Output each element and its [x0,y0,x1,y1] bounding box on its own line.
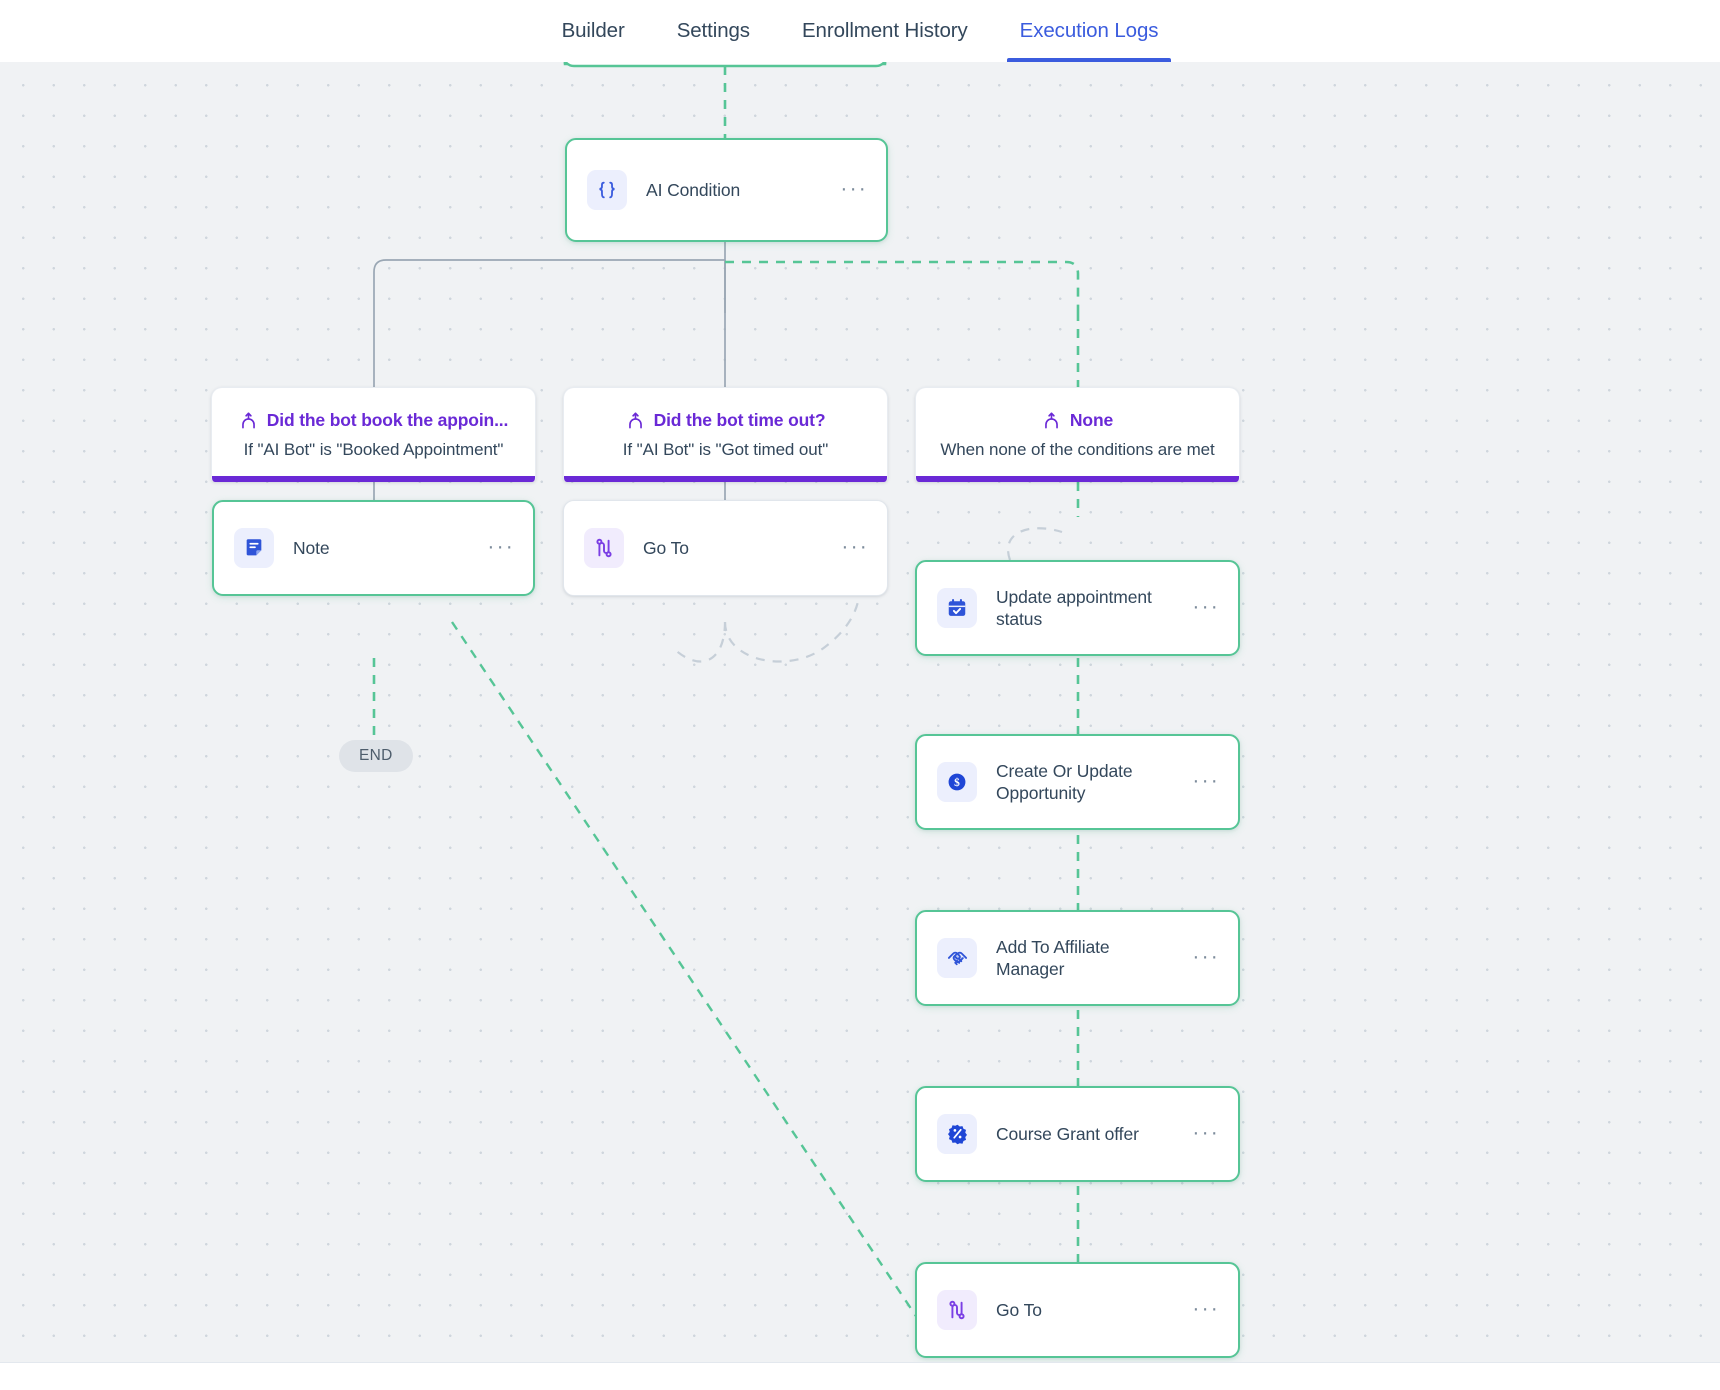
branch-card-timed-out[interactable]: Did the bot time out? If "AI Bot" is "Go… [563,387,888,482]
canvas-bottom-strip [0,1362,1720,1390]
branch-title: Did the bot time out? [653,410,826,430]
end-label: END [359,747,393,764]
branch-card-booked-appointment[interactable]: Did the bot book the appoin... If "AI Bo… [211,387,536,482]
goto-icon [584,528,624,568]
node-create-or-update-opportunity[interactable]: $ Create Or Update Opportunity ··· [915,734,1240,830]
node-menu-button[interactable]: ··· [1192,1296,1220,1320]
node-label: Go To [643,537,689,558]
handshake-icon [937,938,977,978]
branch-subtitle: If "AI Bot" is "Booked Appointment" [243,440,504,459]
node-course-grant-offer[interactable]: Course Grant offer ··· [915,1086,1240,1182]
node-goto-middle[interactable]: Go To ··· [563,500,888,596]
tab-builder[interactable]: Builder [561,19,625,42]
branch-subtitle: If "AI Bot" is "Got timed out" [622,440,829,459]
node-note[interactable]: Note ··· [212,500,535,596]
node-menu-button[interactable]: ··· [1192,944,1220,968]
node-label: Go To [996,1299,1042,1320]
end-marker: END [339,740,413,772]
branch-card-none[interactable]: None When none of the conditions are met [915,387,1240,482]
calendar-icon [937,588,977,628]
branch-fork-icon [628,412,642,429]
node-menu-button[interactable]: ··· [487,534,515,558]
branch-title: Did the bot book the appoin... [266,410,509,430]
node-ai-condition[interactable]: AI Condition ··· [565,138,888,242]
curly-braces-icon [587,170,627,210]
node-label: Course Grant offer [996,1123,1139,1144]
node-label: Create Or Update Opportunity [996,760,1133,803]
node-label: Note [293,537,330,558]
branch-fork-icon [241,412,255,429]
node-label: AI Condition [646,179,741,200]
note-icon [234,528,274,568]
dollar-circle-icon: $ [937,762,977,802]
node-menu-button[interactable]: ··· [1192,594,1220,618]
branch-subtitle: When none of the conditions are met [940,440,1215,459]
node-menu-button[interactable]: ··· [1192,1120,1220,1144]
workflow-canvas[interactable]: AI Condition ··· Did the bot book the ap… [0,62,1720,1390]
branch-title-row: Did the bot book the appoin... [239,410,508,431]
discount-badge-icon [937,1114,977,1154]
node-label: Add To Affiliate Manager [996,936,1110,979]
node-menu-button[interactable]: ··· [841,534,869,558]
tab-execution-logs[interactable]: Execution Logs [994,0,1185,62]
tab-enrollment-history[interactable]: Enrollment History [801,19,968,42]
branch-fork-icon [1045,412,1058,429]
node-update-appointment-status[interactable]: Update appointment status ··· [915,560,1240,656]
node-label: Update appointment status [996,586,1152,629]
branch-title-row: Did the bot time out? [626,410,826,431]
node-goto-bottom[interactable]: Go To ··· [915,1262,1240,1358]
goto-icon [937,1290,977,1330]
workflow-connectors [372,62,1080,1390]
tab-settings[interactable]: Settings [676,19,750,42]
branch-title: None [1069,410,1114,430]
node-menu-button[interactable]: ··· [840,176,868,200]
node-menu-button[interactable]: ··· [1192,768,1220,792]
branch-title-row: None [1042,410,1113,431]
workflow-tab-bar: Builder Settings Enrollment History Exec… [0,0,1720,62]
svg-text:$: $ [954,776,960,789]
node-add-to-affiliate-manager[interactable]: Add To Affiliate Manager ··· [915,910,1240,1006]
